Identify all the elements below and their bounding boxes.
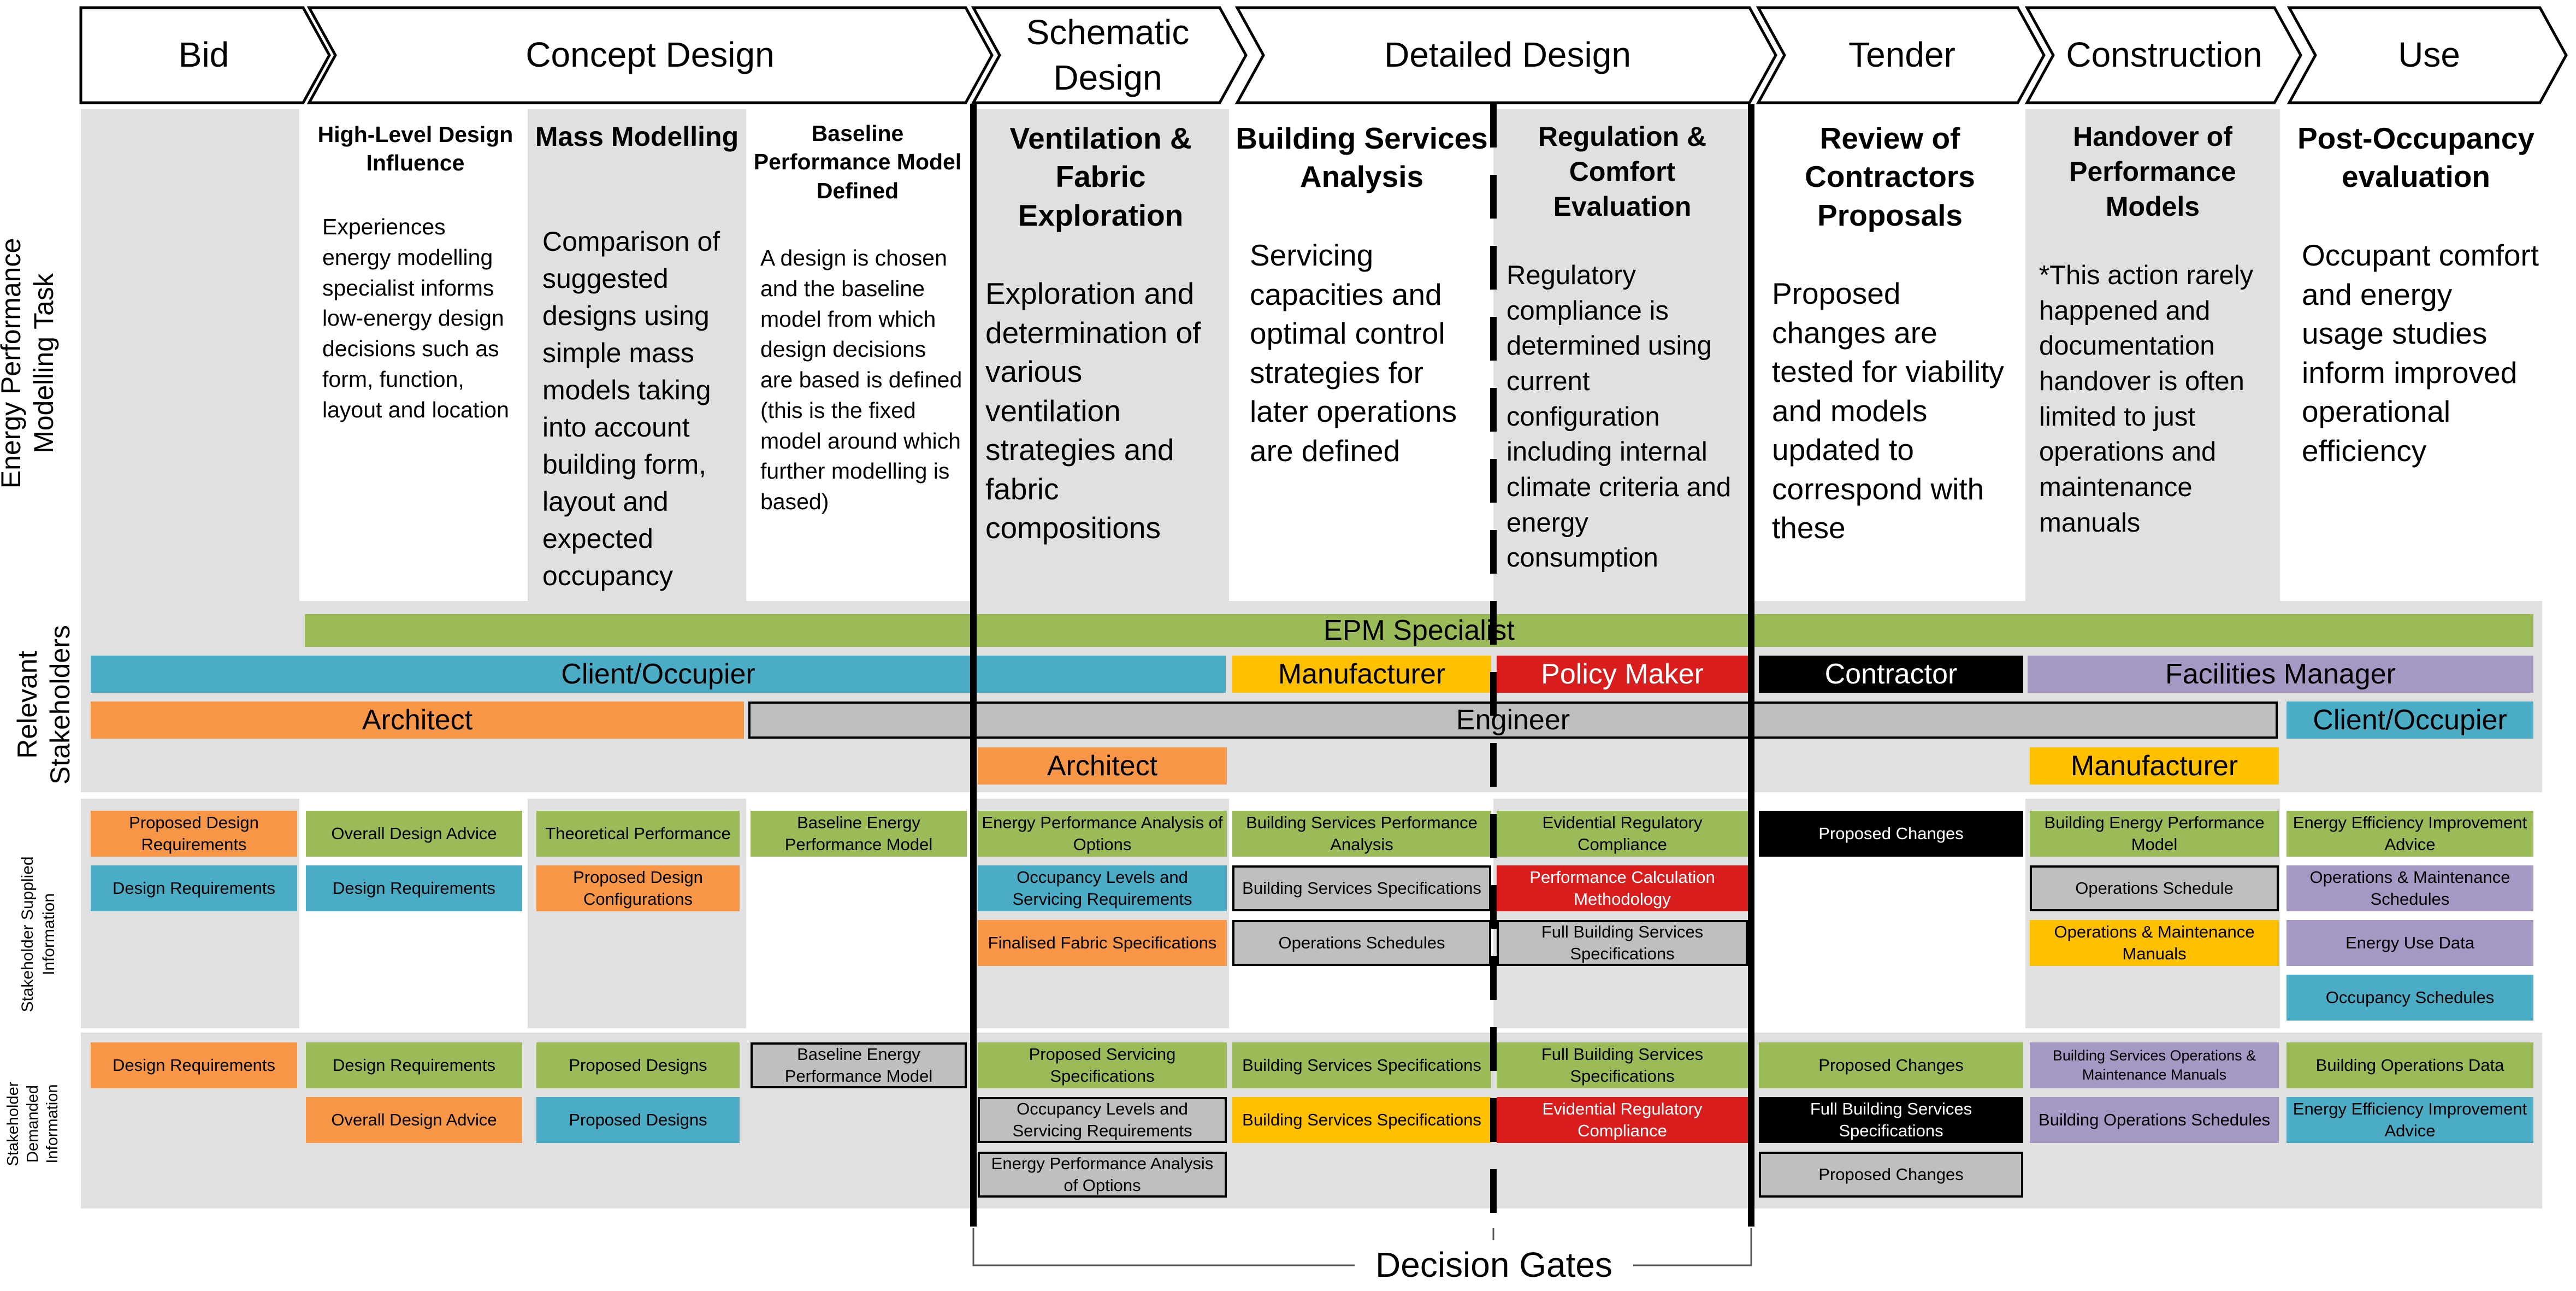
- task-title-regulation: Regulation & Comfort Evaluation: [1538, 121, 1707, 222]
- supplied-dd2-a: Evidential Regulatory Compliance: [1497, 811, 1748, 857]
- demanded-dd2-a: Full Building Services Specifications: [1497, 1042, 1748, 1088]
- task-body-building-services: Servicing capacities and optimal control…: [1250, 238, 1457, 468]
- task-title-baseline: Baseline Performance Model Defined: [753, 121, 962, 203]
- task-body-regulation: Regulatory compliance is determined usin…: [1506, 261, 1732, 573]
- decision-gates-label: Decision Gates: [1375, 1245, 1612, 1284]
- supplied-cd1-b: Design Requirements: [306, 865, 522, 911]
- phase-tender: Tender: [1848, 35, 1955, 75]
- demanded-construction-2: Building Operations Schedules: [2030, 1097, 2279, 1143]
- task-title-building-services: Building Services Analysis: [1236, 121, 1488, 194]
- supplied-construction-2: Operations Schedule: [2030, 865, 2279, 911]
- demanded-tender-3: Proposed Changes: [1759, 1152, 2023, 1198]
- demanded-cd1-a: Design Requirements: [306, 1042, 522, 1088]
- supplied-construction-1: Building Energy Performance Model: [2030, 811, 2279, 857]
- chevron-schematic-design: [971, 6, 1248, 104]
- demanded-use-1: Building Operations Data: [2287, 1042, 2533, 1088]
- demanded-cd2-a: Proposed Designs: [536, 1042, 740, 1088]
- supplied-bid-2: Design Requirements: [91, 865, 297, 911]
- task-body-ventilation: Exploration and determination of various…: [985, 276, 1201, 545]
- task-band-mass: [528, 109, 746, 601]
- task-band-regulation: [1493, 109, 1750, 601]
- phase-chevrons: [79, 6, 2568, 104]
- demanded-construction-1: Building Services Operations & Maintenan…: [2030, 1042, 2279, 1088]
- task-band-ventilation: [972, 109, 1229, 601]
- supplied-construction-3: Operations & Maintenance Manuals: [2030, 920, 2279, 966]
- supplied-use-2: Operations & Maintenance Schedules: [2287, 865, 2533, 911]
- supplied-dd1-a: Building Services Performance Analysis: [1232, 811, 1491, 857]
- stakeholder-epm-specialist: EPM Specialist: [305, 614, 2533, 647]
- demanded-cd3-a: Baseline Energy Performance Model: [751, 1042, 967, 1088]
- supplied-use-4: Occupancy Schedules: [2287, 975, 2533, 1021]
- task-band-handover: [2025, 109, 2280, 601]
- demanded-tender-2: Full Building Services Specifications: [1759, 1097, 2023, 1143]
- chevron-construction: [2024, 6, 2302, 104]
- chevron-concept-design: [306, 6, 994, 104]
- task-title-high-level: High-Level Design Influence: [317, 122, 513, 176]
- task-body-review: Proposed changes are tested for viabilit…: [1772, 276, 2004, 545]
- task-title-post-occupancy: Post-Occupancy evaluation: [2297, 121, 2534, 194]
- task-body-post-occupancy: Occupant comfort and energy usage studie…: [2302, 238, 2539, 468]
- supplied-use-1: Energy Efficiency Improvement Advice: [2287, 811, 2533, 857]
- stakeholder-engineer: Engineer: [748, 701, 2278, 739]
- supplied-sd-1: Energy Performance Analysis of Options: [978, 811, 1227, 857]
- supplied-dd2-c: Full Building Services Specifications: [1497, 920, 1748, 966]
- phase-use: Use: [2398, 35, 2460, 75]
- supplied-cd3-a: Baseline Energy Performance Model: [751, 811, 967, 857]
- task-body-baseline: A design is chosen and the baseline mode…: [760, 245, 962, 514]
- demanded-bid-1: Design Requirements: [91, 1042, 297, 1088]
- task-body-high-level: Experiences energy modelling specialist …: [322, 214, 509, 422]
- supplied-sd-3: Finalised Fabric Specifications: [978, 920, 1227, 966]
- task-body-mass: Comparison of suggested designs using si…: [542, 226, 720, 591]
- chevron-tender: [1756, 6, 2046, 104]
- demanded-dd2-b: Evidential Regulatory Compliance: [1497, 1097, 1748, 1143]
- demanded-tender-1: Proposed Changes: [1759, 1042, 2023, 1088]
- demanded-sd-3: Energy Performance Analysis of Options: [978, 1152, 1227, 1198]
- phase-bid: Bid: [178, 35, 229, 75]
- phase-concept-design: Concept Design: [525, 35, 775, 75]
- demanded-sd-2: Occupancy Levels and Servicing Requireme…: [978, 1097, 1227, 1143]
- stakeholder-client-occupier-use: Client/Occupier: [2287, 701, 2533, 739]
- stakeholder-client-occupier: Client/Occupier: [91, 656, 1226, 693]
- decision-gates-bracket: [972, 1228, 1355, 1266]
- chevron-use: [2287, 6, 2568, 104]
- supplied-sd-2: Occupancy Levels and Servicing Requireme…: [978, 865, 1227, 911]
- stakeholder-manufacturer-construction: Manufacturer: [2030, 747, 2279, 785]
- demanded-sd-1: Proposed Servicing Specifications: [978, 1042, 1227, 1088]
- supplied-dd1-c: Operations Schedules: [1232, 920, 1491, 966]
- demanded-dd1-a: Building Services Specifications: [1232, 1042, 1491, 1088]
- chevron-detailed-design: [1234, 6, 1777, 104]
- supplied-bid-1: Proposed Design Requirements: [91, 811, 297, 857]
- task-band-bid: [81, 109, 299, 601]
- supplied-cd2-a: Theoretical Performance: [536, 811, 740, 857]
- task-title-handover: Handover of Performance Models: [2069, 121, 2236, 222]
- supplied-dd2-b: Performance Calculation Methodology: [1497, 865, 1748, 911]
- phase-schematic-design: Schematic Design: [1026, 12, 1190, 97]
- stakeholder-manufacturer: Manufacturer: [1232, 656, 1491, 693]
- task-title-review: Review of Contractors Proposals: [1805, 121, 1975, 232]
- stakeholder-facilities-manager: Facilities Manager: [2028, 656, 2533, 693]
- supplied-cd1-a: Overall Design Advice: [306, 811, 522, 857]
- demanded-use-2: Energy Efficiency Improvement Advice: [2287, 1097, 2533, 1143]
- stakeholder-contractor: Contractor: [1759, 656, 2023, 693]
- supplied-cd2-b: Proposed Design Configurations: [536, 865, 740, 911]
- demanded-cd2-b: Proposed Designs: [536, 1097, 740, 1143]
- supplied-use-3: Energy Use Data: [2287, 920, 2533, 966]
- supplied-tender-1: Proposed Changes: [1759, 811, 2023, 857]
- task-title-mass: Mass Modelling: [535, 121, 739, 152]
- demanded-cd1-b: Overall Design Advice: [306, 1097, 522, 1143]
- chevron-bid: [79, 6, 331, 104]
- phase-detailed-design: Detailed Design: [1384, 35, 1631, 75]
- phase-construction: Construction: [2066, 35, 2262, 75]
- stakeholder-architect: Architect: [91, 701, 744, 739]
- stakeholder-architect-schematic: Architect: [978, 747, 1227, 785]
- task-title-ventilation: Ventilation & Fabric Exploration: [1009, 121, 1192, 232]
- demanded-dd1-b: Building Services Specifications: [1232, 1097, 1491, 1143]
- supplied-dd1-b: Building Services Specifications: [1232, 865, 1491, 911]
- stakeholder-policy-maker: Policy Maker: [1497, 656, 1748, 693]
- task-body-handover: *This action rarely happened and documen…: [2039, 261, 2254, 538]
